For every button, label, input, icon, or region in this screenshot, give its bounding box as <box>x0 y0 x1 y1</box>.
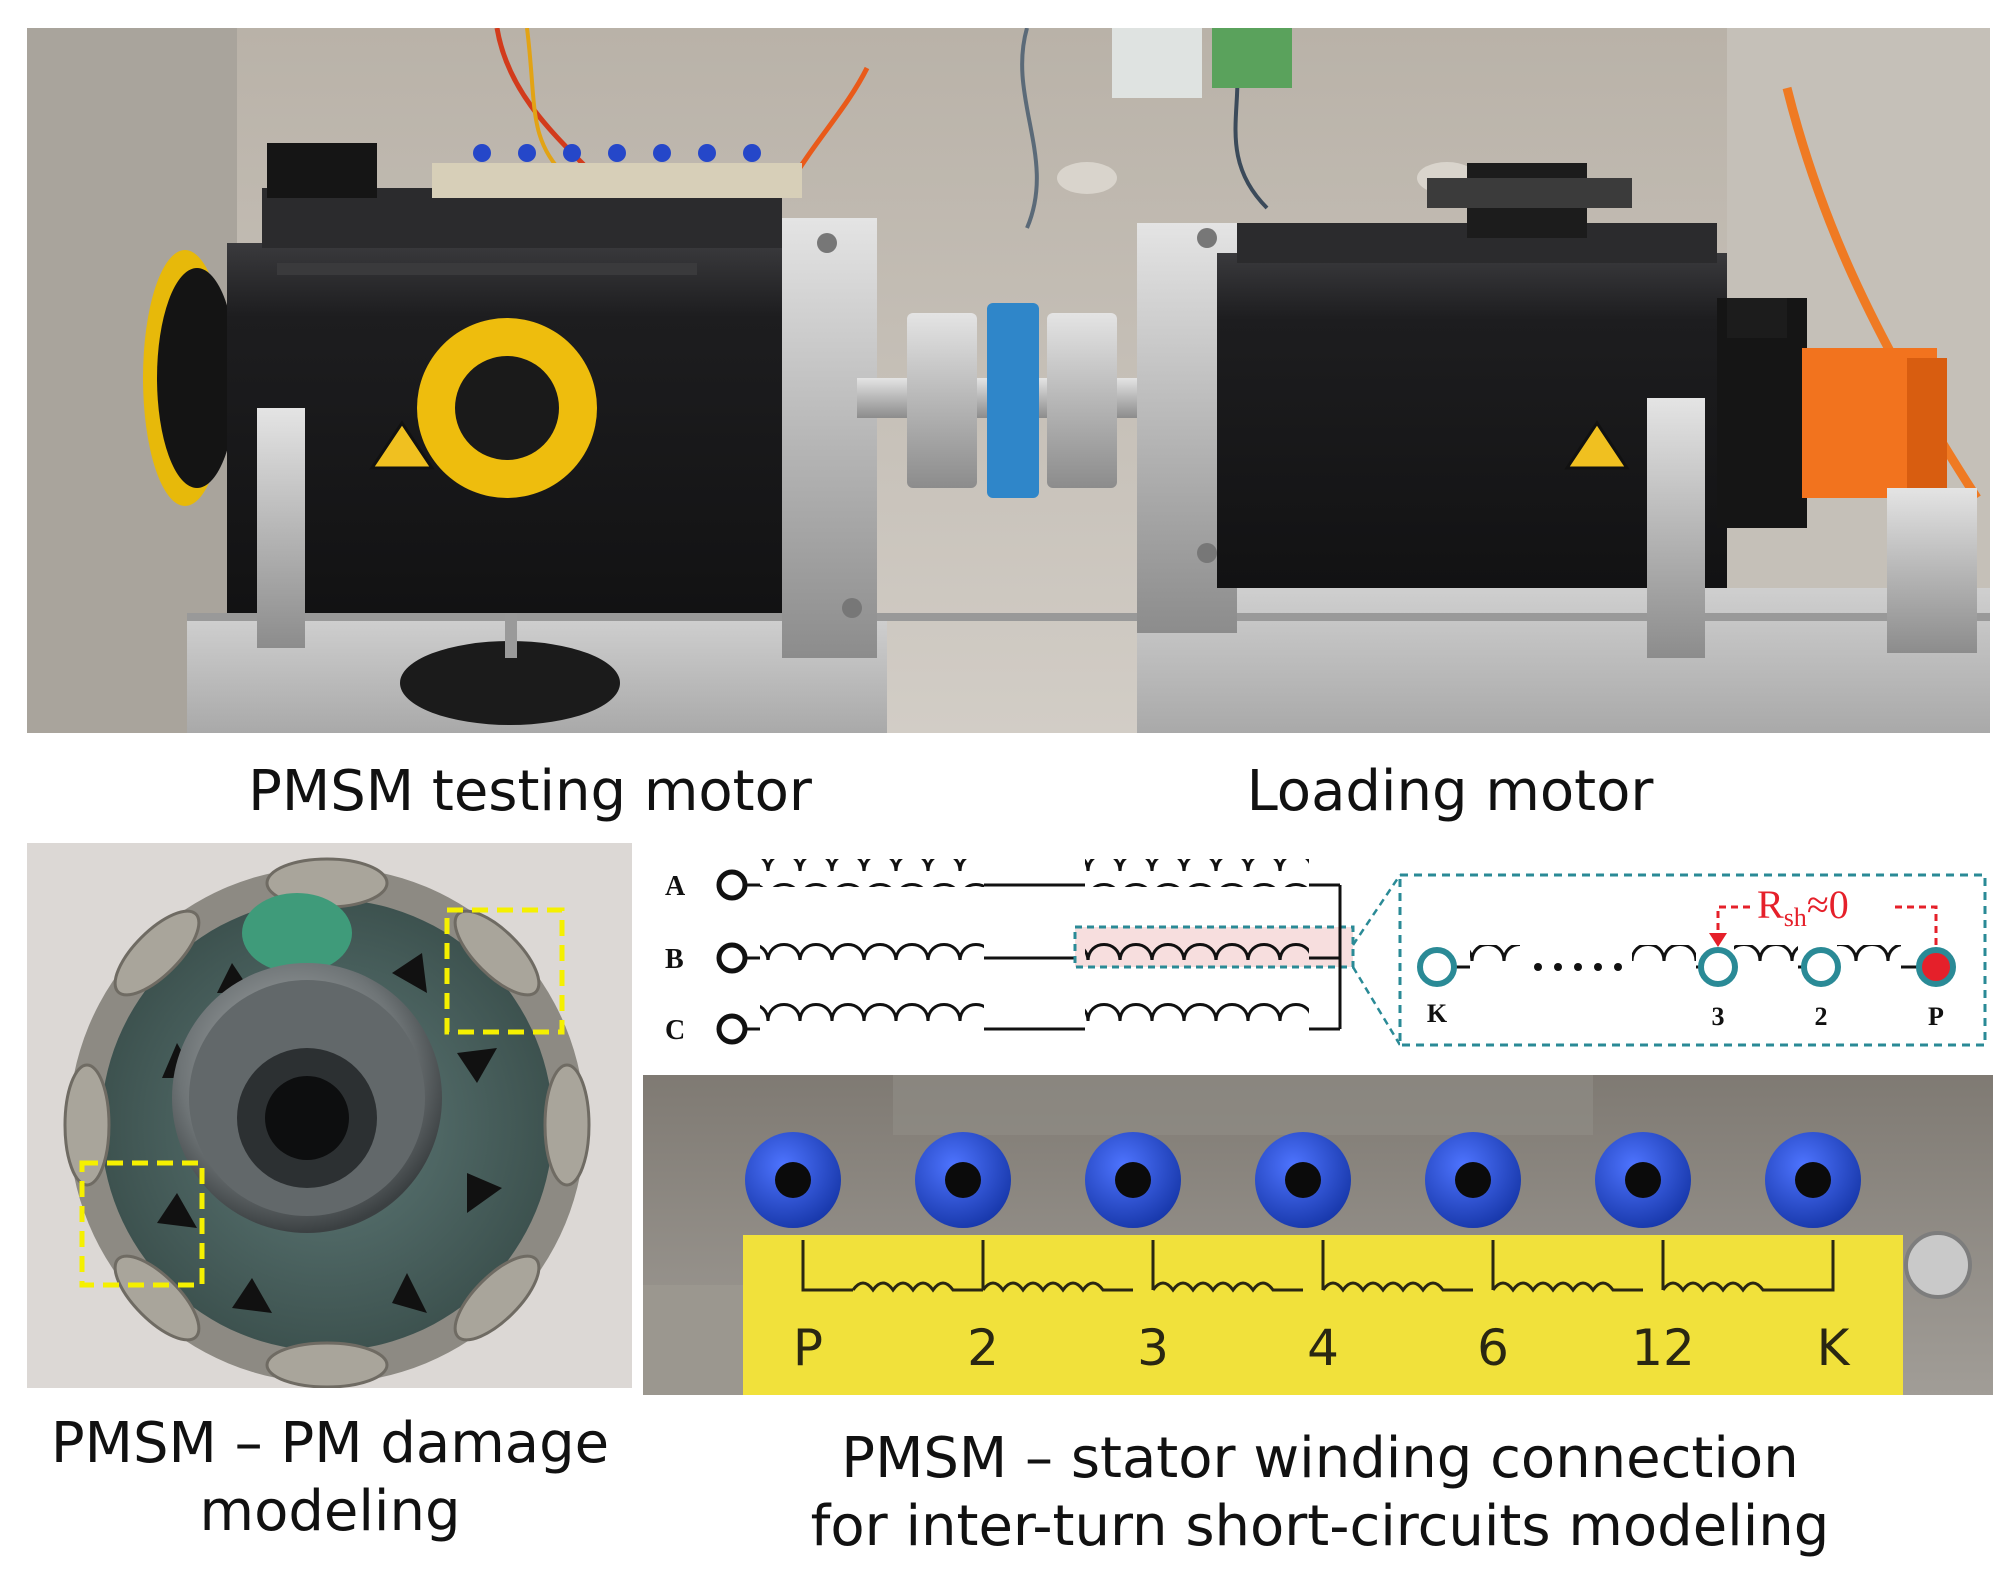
tap-label-6: 6 <box>1477 1319 1509 1377</box>
phase-c-terminal <box>716 1013 748 1045</box>
caption-testing-motor: PMSM testing motor <box>248 759 812 824</box>
zoom-node-label-p: P <box>1928 1002 1944 1031</box>
terminal-board-photo: P 2 3 4 6 12 K <box>643 1075 1993 1395</box>
tap-label-k: K <box>1817 1319 1851 1377</box>
zoom-node-label-2: 2 <box>1815 1002 1828 1031</box>
phase-c-winding <box>745 1003 1340 1031</box>
pm-damage-highlight-top-right <box>444 907 565 1035</box>
caption-pm-damage: PMSM – PM damage modeling <box>0 1410 660 1547</box>
phase-b-winding <box>745 925 1355 969</box>
caption-pm-damage-line2: modeling <box>199 1479 461 1545</box>
rotor-photo <box>27 843 632 1388</box>
phase-a-terminal <box>716 869 748 901</box>
tap-label-p: P <box>793 1319 823 1377</box>
zoom-node-3 <box>1698 947 1738 987</box>
caption-stator-winding-line2: for inter-turn short-circuits modeling <box>810 1494 1830 1560</box>
banana-jack-row <box>745 1132 1861 1228</box>
caption-pm-damage-line1: PMSM – PM damage <box>50 1411 610 1476</box>
zoom-node-label-3: 3 <box>1712 1002 1725 1031</box>
phase-label-a: A <box>665 871 686 902</box>
pm-damage-highlight-bottom-left <box>79 1160 205 1288</box>
zoom-node-k <box>1417 947 1457 987</box>
phase-a-winding <box>745 859 1340 887</box>
zoom-node-label-k: K <box>1427 999 1448 1028</box>
phase-label-b: B <box>665 944 684 975</box>
tap-label-4: 4 <box>1307 1319 1339 1377</box>
zoom-node-p <box>1916 947 1956 987</box>
caption-loading-motor: Loading motor <box>1246 759 1654 824</box>
short-circuit-bracket <box>1709 905 1938 947</box>
winding-schematic: A B C <box>640 845 2000 1050</box>
tap-label-3: 3 <box>1137 1319 1169 1377</box>
caption-stator-winding: PMSM – stator winding connection for int… <box>730 1425 1910 1562</box>
caption-stator-winding-line1: PMSM – stator winding connection <box>841 1426 1799 1491</box>
test-bench-photo <box>27 28 1990 733</box>
phase-label-c: C <box>665 1015 685 1046</box>
rsh-label: Rsh≈0 <box>1757 882 1849 932</box>
zoom-node-2 <box>1801 947 1841 987</box>
tap-label-12: 12 <box>1631 1319 1695 1377</box>
phase-b-terminal <box>716 942 748 974</box>
tap-label-2: 2 <box>967 1319 999 1377</box>
